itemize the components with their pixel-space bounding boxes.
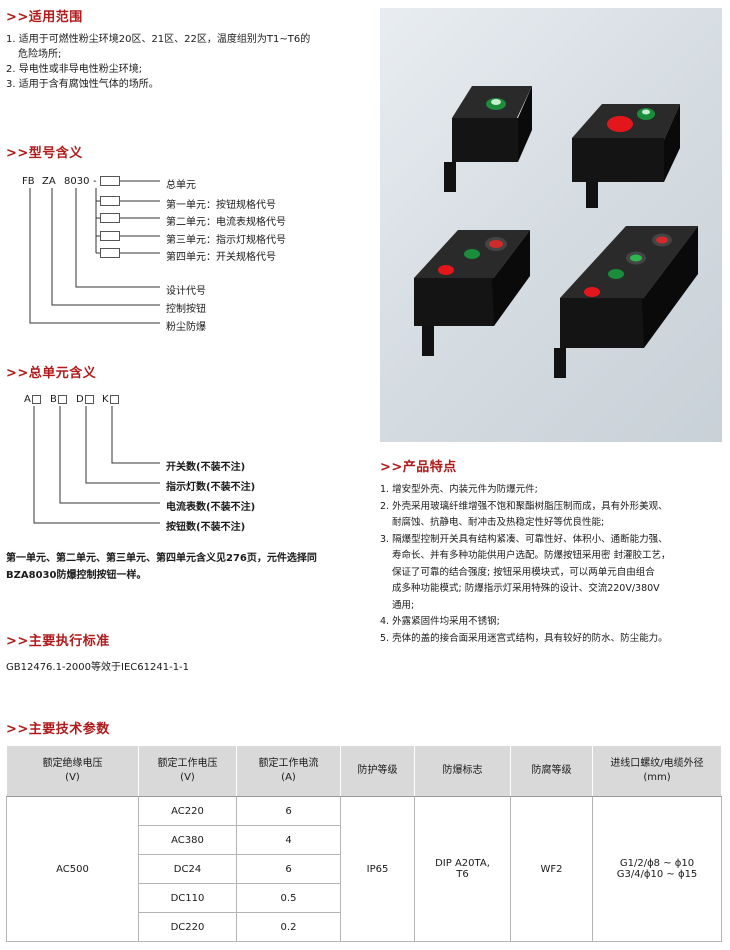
- cell-current: 6: [236, 854, 341, 884]
- model-unit-1: 第一单元：按钮规格代号: [166, 200, 276, 211]
- model-unit-2: 第二单元：电流表规格代号: [166, 217, 286, 228]
- total-letter-b: B: [50, 394, 67, 405]
- cell-anticorrosion: WF2: [510, 796, 593, 942]
- header-insulation-voltage: 额定绝缘电压(V): [6, 745, 139, 797]
- model-za: ZA: [42, 176, 56, 187]
- model-total-unit: 总单元: [166, 180, 196, 191]
- list-item: 3. 隔爆型控制开关具有结构紧凑、可靠性好、体积小、通断能力强、寿命长、并有多种…: [380, 533, 671, 611]
- total-label-lamp: 指示灯数(不装不注): [166, 482, 256, 493]
- model-unit-3: 第三单元：指示灯规格代号: [166, 235, 286, 246]
- list-item: 2. 导电性或非导电性粉尘环境;: [6, 64, 143, 75]
- cell-voltage: DC220: [138, 912, 237, 942]
- cell-voltage: DC110: [138, 883, 237, 913]
- scope-list: 1. 适用于可燃性粉尘环境20区、21区、22区，温度组别为T1~T6的危险场所…: [6, 32, 366, 92]
- total-label-button: 按钮数(不装不注): [166, 522, 246, 533]
- header-protection: 防护等级: [340, 745, 415, 797]
- control-box-illustration: [414, 86, 698, 378]
- list-item: 1. 适用于可燃性粉尘环境20区、21区、22区，温度组别为T1~T6的危险场所…: [6, 34, 311, 60]
- table-row: DC220 0.2: [7, 912, 722, 942]
- model-dust-proof: 粉尘防爆: [166, 322, 206, 333]
- model-control-button: 控制按钮: [166, 304, 206, 315]
- total-letter-k: K: [102, 394, 119, 405]
- header-ex-mark: 防爆标志: [414, 745, 511, 797]
- cell-insulation-voltage: AC500: [6, 796, 139, 942]
- total-unit-note: 第一单元、第二单元、第三单元、第四单元含义见276页，元件选择同BZA8030防…: [6, 553, 317, 581]
- list-item: 4. 外露紧固件均采用不锈钢;: [380, 616, 500, 627]
- header-working-current: 额定工作电流(A): [236, 745, 341, 797]
- cell-current: 0.2: [236, 912, 341, 942]
- list-item: 3. 适用于含有腐蚀性气体的场所。: [6, 79, 159, 90]
- list-item: 2. 外壳采用玻璃纤维增强不饱和聚酯树脂压制而成，具有外形美观、耐腐蚀、抗静电、…: [380, 500, 668, 529]
- list-item: 1. 增安型外壳、内装元件为防爆元件;: [380, 484, 538, 495]
- control-box-3: [414, 230, 530, 356]
- table-row: AC380 4: [7, 825, 722, 855]
- control-box-2: [572, 104, 680, 208]
- product-photo: [380, 8, 722, 442]
- unit-box-1: [100, 196, 120, 207]
- features-list: 1. 增安型外壳、内装元件为防爆元件; 2. 外壳采用玻璃纤维增强不饱和聚酯树脂…: [380, 482, 726, 647]
- table-row: AC500 AC220 6 IP65 DIP A20TA,T6 WF2 G1/2…: [6, 796, 722, 942]
- scope-title: >>适用范围: [6, 10, 83, 25]
- control-box-4: [554, 226, 698, 378]
- unit-box-2: [100, 213, 120, 224]
- model-dash: -: [93, 176, 97, 187]
- cell-voltage: AC380: [138, 825, 237, 855]
- model-unit-4: 第四单元：开关规格代号: [166, 252, 276, 263]
- control-box-1: [444, 86, 532, 192]
- table-header-row: 额定绝缘电压(V) 额定工作电压(V) 额定工作电流(A) 防护等级 防爆标志 …: [6, 745, 722, 797]
- standard-title: >>主要执行标准: [6, 634, 110, 649]
- params-title: >>主要技术参数: [6, 722, 110, 737]
- unit-box-3: [100, 231, 120, 242]
- cell-current: 0.5: [236, 883, 341, 913]
- header-anticorrosion: 防腐等级: [510, 745, 593, 797]
- params-table: 额定绝缘电压(V) 额定工作电压(V) 额定工作电流(A) 防护等级 防爆标志 …: [6, 745, 722, 942]
- header-working-voltage: 额定工作电压(V): [138, 745, 237, 797]
- total-tree-lines: [33, 406, 160, 524]
- total-label-ammeter: 电流表数(不装不注): [166, 502, 256, 513]
- cell-current: 6: [236, 796, 341, 826]
- model-box-main: [100, 176, 120, 187]
- cell-ex-mark: DIP A20TA,T6: [414, 796, 511, 942]
- cell-current: 4: [236, 825, 341, 855]
- list-item: 5. 壳体的盖的接合面采用迷宫式结构，具有较好的防水、防尘能力。: [380, 632, 668, 644]
- cell-voltage: DC24: [138, 854, 237, 884]
- total-letter-a: A: [24, 394, 41, 405]
- total-label-switch: 开关数(不装不注): [166, 462, 246, 473]
- features-title: >>产品特点: [380, 460, 457, 475]
- model-tree-lines: [29, 180, 160, 324]
- cell-voltage: AC220: [138, 796, 237, 826]
- table-row: DC24 6: [7, 854, 722, 884]
- model-8030: 8030: [64, 176, 90, 187]
- cell-protection: IP65: [340, 796, 415, 942]
- total-unit-title: >>总单元含义: [6, 366, 97, 381]
- model-design-code: 设计代号: [166, 286, 206, 297]
- total-letter-d: D: [76, 394, 94, 405]
- header-thread: 进线口螺纹/电缆外径(mm): [592, 745, 722, 797]
- standard-text: GB12476.1-2000等效于IEC61241-1-1: [6, 662, 190, 673]
- model-title: >>型号含义: [6, 146, 83, 161]
- model-fb: FB: [22, 176, 35, 187]
- unit-box-4: [100, 248, 120, 259]
